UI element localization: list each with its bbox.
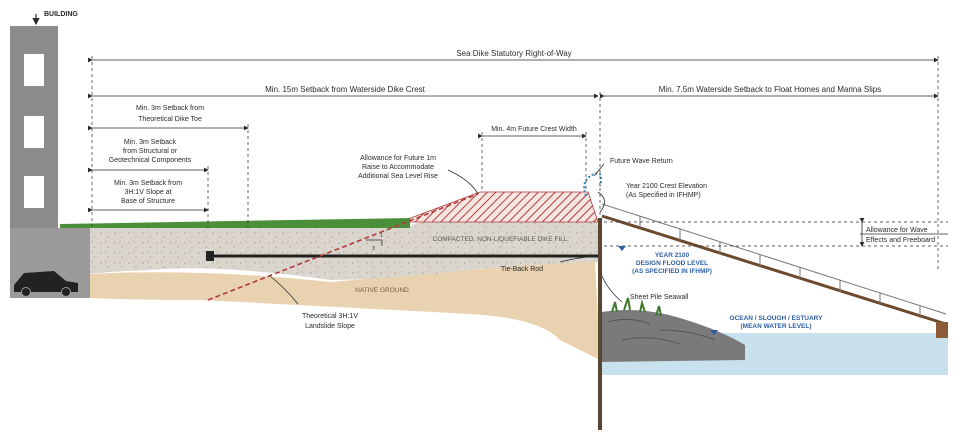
rock-texture — [607, 318, 716, 345]
riprap-rocks — [602, 310, 745, 362]
crest-width-label: Min. 4m Future Crest Width — [491, 126, 577, 133]
water-label-line-1: OCEAN / SLOUGH / ESTUARY — [730, 315, 824, 322]
water-label-line-2: (MEAN WATER LEVEL) — [740, 323, 811, 330]
dike-toe-setback-line-2: Theoretical Dike Toe — [138, 116, 202, 123]
wave-allowance-line-2: Effects and Freeboard — [866, 237, 935, 244]
landslide-slope-line-2: Landslide Slope — [305, 323, 355, 330]
native-ground-label: NATIVE GROUND — [355, 287, 409, 294]
grass-strip — [60, 218, 410, 228]
sea-level-allowance-line-2: Raise to Accommodate — [362, 164, 434, 171]
sea-level-allowance-hatch — [399, 191, 599, 223]
sheet-pile-seawall — [598, 218, 602, 430]
sea-level-allowance-line-3: Additional Sea Level Rise — [358, 173, 438, 180]
wave-return-icon — [583, 172, 603, 197]
building-icon — [10, 26, 90, 298]
flood-level-line-1: YEAR 2100 — [655, 252, 690, 259]
extension-lines — [91, 56, 948, 270]
gangway-ramp — [601, 214, 947, 326]
seawall-label: Sheet Pile Seawall — [630, 294, 689, 301]
tie-back-anchor — [206, 251, 214, 261]
crest-elevation-line-2: (As Specified in IFHMP) — [626, 192, 701, 199]
flood-level-line-2: DESIGN FLOOD LEVEL — [636, 260, 708, 267]
crest-elevation-line-1: Year 2100 Crest Elevation — [626, 183, 707, 190]
tie-back-label: Tie-Back Rod — [501, 266, 543, 273]
landslide-slope-line-1: Theoretical 3H:1V — [302, 313, 358, 320]
structural-setback-line-2: from Structural or — [123, 148, 178, 155]
riparian-vegetation — [611, 297, 662, 317]
leader-lines — [269, 163, 948, 305]
wave-return-label: Future Wave Return — [610, 158, 673, 165]
car-icon — [14, 271, 78, 297]
setback-15m-label: Min. 15m Setback from Waterside Dike Cre… — [265, 85, 426, 94]
slope-setback-line-3: Base of Structure — [121, 198, 175, 205]
sea-level-allowance-line-1: Allowance for Future 1m — [360, 155, 436, 162]
flood-level-line-3: (AS SPECIFIED IN IFHMP) — [632, 268, 712, 275]
dimension-lines — [88, 57, 939, 247]
landslide-slope-line — [207, 193, 479, 301]
wave-allowance-line-1: Allowance for Wave — [866, 227, 928, 234]
setback-7-5m-label: Min. 7.5m Waterside Setback to Float Hom… — [659, 85, 881, 94]
slope-ratio-symbol — [366, 239, 383, 246]
dike-toe-setback-line-1: Min. 3m Setback from — [136, 105, 204, 112]
slope-ratio-rise: 1 — [380, 233, 383, 239]
slope-setback-line-2: 3H:1V Slope at — [124, 189, 171, 196]
dike-fill-label: COMPACTED, NON-LIQUEFIABLE DIKE FILL — [433, 236, 568, 243]
flood-level-marker-icon — [618, 246, 626, 251]
water-level-marker-icon — [710, 330, 718, 335]
native-ground-area — [90, 262, 600, 360]
slope-setback-line-1: Min. 3m Setback from — [114, 180, 182, 187]
float-home-edge — [936, 322, 948, 338]
structural-setback-line-3: Geotechnical Components — [109, 157, 192, 164]
slope-ratio-run: 3 — [372, 246, 375, 252]
building-label: BUILDING — [44, 11, 78, 18]
right-of-way-label: Sea Dike Statutory Right-of-Way — [456, 49, 571, 58]
structural-setback-line-1: Min. 3m Setback — [124, 139, 177, 146]
